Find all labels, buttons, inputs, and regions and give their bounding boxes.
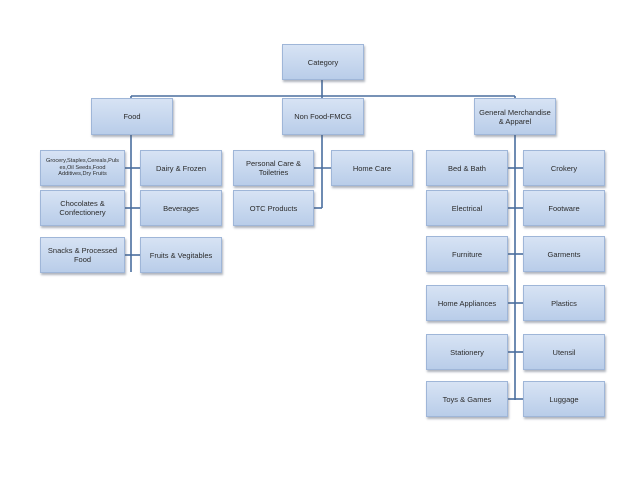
footware-node: Footware bbox=[523, 190, 605, 226]
crokery-node: Crokery bbox=[523, 150, 605, 186]
dairy-frozen-node: Dairy & Frozen bbox=[140, 150, 222, 186]
general-merchandise-node: General Merchandise & Apparel bbox=[474, 98, 556, 135]
food-node: Food bbox=[91, 98, 173, 135]
garments-node: Garments bbox=[523, 236, 605, 272]
furniture-node: Furniture bbox=[426, 236, 508, 272]
utensil-node: Utensil bbox=[523, 334, 605, 370]
luggage-node: Luggage bbox=[523, 381, 605, 417]
stationery-node: Stationery bbox=[426, 334, 508, 370]
otc-products-node: OTC Products bbox=[233, 190, 314, 226]
home-care-node: Home Care bbox=[331, 150, 413, 186]
electrical-node: Electrical bbox=[426, 190, 508, 226]
personal-care-toiletries-node: Personal Care & Toiletries bbox=[233, 150, 314, 186]
snacks-processed-food-node: Snacks & Processed Food bbox=[40, 237, 125, 273]
home-appliances-node: Home Appliances bbox=[426, 285, 508, 321]
plastics-node: Plastics bbox=[523, 285, 605, 321]
category-node: Category bbox=[282, 44, 364, 80]
bed-bath-node: Bed & Bath bbox=[426, 150, 508, 186]
chocolates-confectionery-node: Chocolates & Confectionery bbox=[40, 190, 125, 226]
non-food-fmcg-node: Non Food-FMCG bbox=[282, 98, 364, 135]
grocery-staples-node: Grocery,Staples,Cereals,Puls es,Oil Seed… bbox=[40, 150, 125, 186]
beverages-node: Beverages bbox=[140, 190, 222, 226]
toys-games-node: Toys & Games bbox=[426, 381, 508, 417]
fruits-vegitables-node: Fruits & Vegitables bbox=[140, 237, 222, 273]
